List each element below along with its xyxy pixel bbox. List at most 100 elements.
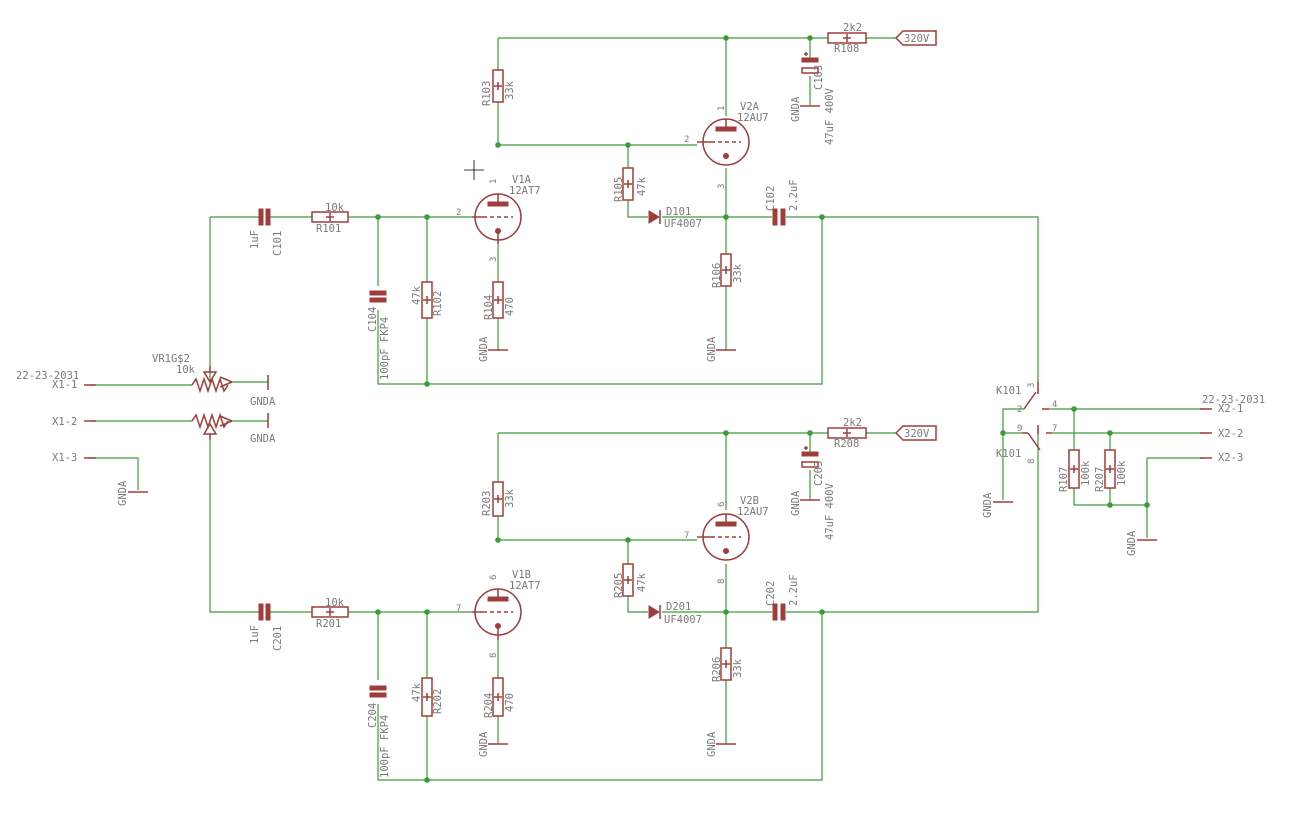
connector-x2-pins[interactable]	[1200, 408, 1212, 459]
resistor-r206[interactable]	[720, 647, 732, 681]
label-r202: R202	[432, 689, 444, 714]
wires	[90, 37, 1205, 781]
value-r208: 2k2	[843, 417, 862, 429]
value-c204: 100pF FKP4	[379, 715, 391, 778]
capacitor-c203[interactable]	[801, 446, 819, 468]
supply-label-ch2: 320V	[904, 428, 930, 440]
gnd-label-r104: GNDA	[478, 336, 490, 362]
resistor-r106[interactable]	[720, 253, 732, 287]
pin8-v1b: 8	[489, 653, 499, 658]
pin1-v1a: 1	[489, 179, 499, 184]
relay-k101-a[interactable]	[1023, 382, 1049, 410]
gnd-label-r204: GNDA	[478, 731, 490, 757]
resistor-r105[interactable]	[622, 167, 634, 201]
label-c102: C102	[765, 186, 777, 211]
label-c104: C104	[367, 307, 379, 332]
resistor-r208[interactable]	[827, 427, 867, 439]
supply-flag-320v-ch1[interactable]	[894, 30, 937, 46]
value-r101: 10k	[325, 202, 345, 214]
value-c104: 100pF FKP4	[379, 317, 391, 380]
pin7-v2b: 7	[684, 531, 689, 541]
crosshair-cursor	[464, 160, 484, 180]
gnd-label-vr1-b: GNDA	[250, 433, 276, 445]
resistor-r101[interactable]	[311, 211, 349, 223]
type-v1a: 12AT7	[509, 185, 541, 197]
resistor-r107[interactable]	[1068, 449, 1080, 489]
pin3-k101: 3	[1027, 383, 1037, 388]
resistor-r201[interactable]	[311, 606, 349, 618]
type-v1b: 12AT7	[509, 580, 541, 592]
capacitor-c104[interactable]	[369, 290, 387, 303]
capacitor-c201[interactable]	[258, 603, 271, 621]
value-r105: 47k	[636, 176, 648, 196]
resistor-r103[interactable]	[492, 69, 504, 103]
potentiometer-vr1-a[interactable]	[191, 366, 269, 394]
pin6-v1b: 6	[489, 575, 499, 580]
value-c103: 47uF 400V	[824, 87, 836, 145]
capacitor-c103[interactable]	[801, 52, 819, 74]
label-r105: R105	[613, 177, 625, 202]
label-r103: R103	[481, 81, 493, 106]
capacitor-c202[interactable]	[772, 603, 786, 621]
pin2-k101: 2	[1017, 405, 1022, 415]
resistor-r102[interactable]	[421, 281, 433, 319]
value-r106: 33k	[732, 263, 744, 283]
supply-label-ch1: 320V	[904, 33, 930, 45]
pin9-k101: 9	[1017, 424, 1022, 434]
resistor-r203[interactable]	[492, 481, 504, 517]
value-d201: UF4007	[664, 614, 702, 626]
pin1-v2a: 1	[717, 106, 727, 111]
resistor-r202[interactable]	[421, 677, 433, 717]
label-r204: R204	[483, 693, 495, 718]
gnd-label-k101: GNDA	[982, 492, 994, 518]
pin2-v2a: 2	[684, 135, 689, 145]
connector-x1-pins[interactable]	[84, 384, 96, 459]
label-vr1: VR1G$2	[152, 353, 190, 365]
diode-d101[interactable]	[648, 210, 661, 224]
gnd-label-x2-3: GNDA	[1126, 530, 1138, 556]
triode-v1b[interactable]	[472, 588, 522, 640]
value-r108: 2k2	[843, 22, 862, 34]
label-r104: R104	[483, 295, 495, 320]
resistor-r108[interactable]	[827, 32, 867, 44]
gnd-label-r106: GNDA	[706, 336, 718, 362]
triode-v1a[interactable]	[472, 193, 522, 244]
capacitor-c101[interactable]	[258, 208, 271, 226]
label-c203: C203	[813, 461, 825, 486]
label-v2a: V2A	[740, 101, 760, 113]
pin3-v1a: 3	[489, 257, 499, 262]
pin7-v1b: 7	[456, 604, 461, 614]
resistor-r204[interactable]	[492, 677, 504, 717]
resistor-r207[interactable]	[1104, 449, 1116, 489]
label-r101: R101	[316, 223, 341, 235]
label-c103: C103	[813, 65, 825, 90]
label-x2-1: X2-1	[1218, 403, 1243, 415]
value-c201: 1uF	[249, 625, 261, 644]
resistor-r205[interactable]	[622, 563, 634, 597]
gnd-label-r206: GNDA	[706, 731, 718, 757]
diode-d201[interactable]	[648, 605, 661, 619]
capacitor-c204[interactable]	[369, 685, 387, 698]
capacitor-c102[interactable]	[772, 208, 786, 226]
label-c201: C201	[272, 626, 284, 651]
label-v1b: V1B	[512, 569, 531, 581]
value-r103: 33k	[504, 80, 516, 100]
pin6-v2b: 6	[717, 502, 727, 507]
triode-v2b[interactable]	[697, 513, 750, 561]
label-c204: C204	[367, 703, 379, 728]
connector-x1-part: 22-23-2031	[16, 370, 79, 382]
triode-v2a[interactable]	[697, 118, 750, 166]
label-r206: R206	[711, 657, 723, 682]
label-r107: R107	[1058, 467, 1070, 492]
label-v1a: V1A	[512, 174, 532, 186]
label-x1-2: X1-2	[52, 416, 77, 428]
resistor-r104[interactable]	[492, 281, 504, 319]
label-r205: R205	[613, 573, 625, 598]
label-r102: R102	[432, 291, 444, 316]
label-r207: R207	[1094, 467, 1106, 492]
relay-k101-b[interactable]	[1022, 425, 1052, 451]
supply-flag-320v-ch2[interactable]	[894, 425, 937, 441]
type-v2b: 12AU7	[737, 506, 769, 518]
potentiometer-vr1-b[interactable]	[191, 412, 269, 440]
